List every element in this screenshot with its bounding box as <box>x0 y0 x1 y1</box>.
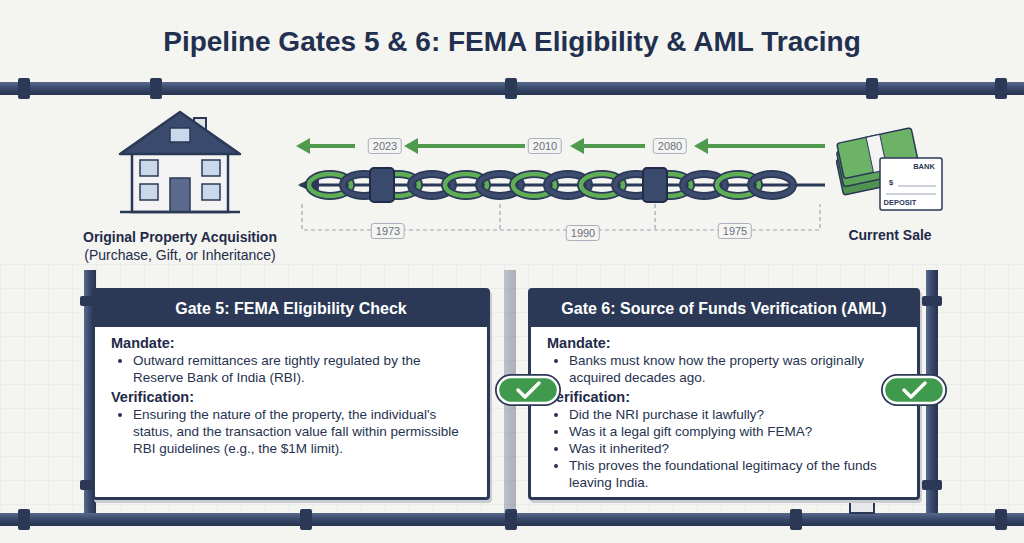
panel-body: Mandate:Outward remittances are tightly … <box>95 327 487 462</box>
gate-panel: Gate 6: Source of Funds Verification (AM… <box>528 288 920 500</box>
house-illustration <box>120 112 240 212</box>
section-heading: Verification: <box>547 388 903 406</box>
bullet-item: This proves the foundational legitimacy … <box>569 457 903 491</box>
chain-link-outline <box>751 174 793 196</box>
year-tag: 1990 <box>566 225 600 241</box>
year-tag: 1973 <box>371 223 405 239</box>
bullet-list: Did the NRI purchase it lawfully?Was it … <box>547 406 903 491</box>
money-illustration <box>833 128 942 210</box>
panel-body: Mandate:Banks must know how the property… <box>531 327 917 496</box>
chain-link <box>751 174 793 196</box>
chain-links <box>309 168 793 202</box>
year-tag: 2080 <box>653 138 687 154</box>
year-tag: 1975 <box>718 223 752 239</box>
bullet-item: Did the NRI purchase it lawfully? <box>569 406 903 423</box>
year-tag: 2023 <box>368 138 402 154</box>
section-heading: Mandate: <box>111 334 473 352</box>
bullet-item: Was it a legal gift complying with FEMA? <box>569 423 903 440</box>
side-pipes <box>80 270 942 513</box>
slip-text: BANK <box>913 162 935 171</box>
section-heading: Mandate: <box>547 334 903 352</box>
node-caption: Current Sale <box>848 226 931 244</box>
year-tag: 2010 <box>528 138 562 154</box>
bullet-list: Outward remittances are tightly regulate… <box>111 352 473 386</box>
bullet-list: Banks must know how the property was ori… <box>547 352 903 386</box>
slip-text: DEPOSIT <box>884 198 917 207</box>
bullet-list: Ensuring the nature of the property, the… <box>111 406 473 457</box>
panel-header: Gate 6: Source of Funds Verification (AM… <box>531 291 917 327</box>
bullet-item: Banks must know how the property was ori… <box>569 352 903 386</box>
top-pipe <box>0 78 1024 99</box>
bullet-item: Outward remittances are tightly regulate… <box>133 352 473 386</box>
bullet-item: Ensuring the nature of the property, the… <box>133 406 473 457</box>
diagram-title: Pipeline Gates 5 & 6: FEMA Eligibility &… <box>0 26 1024 58</box>
section-heading: Verification: <box>111 388 473 406</box>
slip-text: $ <box>889 178 893 187</box>
chain-lock <box>643 168 667 202</box>
timeline-arrows <box>296 138 825 154</box>
gate-panel: Gate 5: FEMA Eligibility CheckMandate:Ou… <box>92 288 490 500</box>
deposit-slip <box>880 158 942 210</box>
node-subcaption: (Purchase, Gift, or Inheritance) <box>84 246 275 264</box>
chain-lock <box>370 168 394 202</box>
node-caption: Original Property Acquisition <box>83 228 277 246</box>
illustration-node: Original Property Acquisition(Purchase, … <box>60 118 300 264</box>
panel-header: Gate 5: FEMA Eligibility Check <box>95 291 487 327</box>
bullet-item: Was it inherited? <box>569 440 903 457</box>
